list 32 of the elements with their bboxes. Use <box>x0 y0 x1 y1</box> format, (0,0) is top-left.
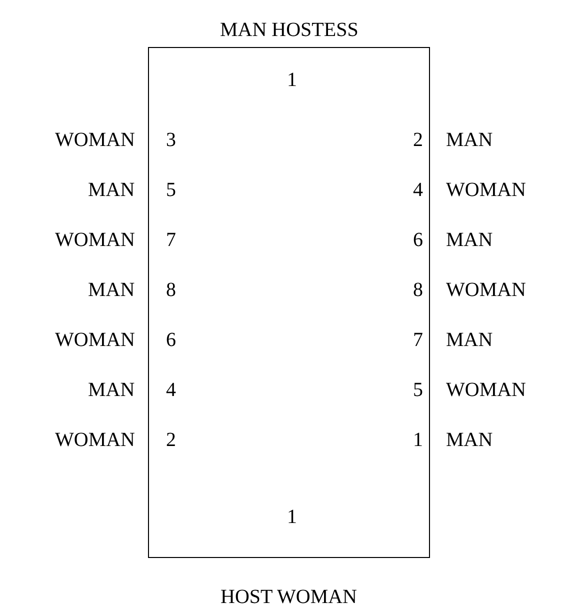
seat-number: 5 <box>166 178 176 202</box>
guest-label: MAN <box>88 378 135 402</box>
seat-number: 1 <box>287 505 297 529</box>
guest-label: WOMAN <box>55 228 135 252</box>
seat-number: 7 <box>166 228 176 252</box>
guest-label: WOMAN <box>55 428 135 452</box>
guest-label: MAN <box>88 178 135 202</box>
guest-label: WOMAN <box>446 278 526 302</box>
guest-label: MAN <box>88 278 135 302</box>
seat-number: 8 <box>166 278 176 302</box>
seat-number: 7 <box>413 328 423 352</box>
seat-number: 6 <box>413 228 423 252</box>
seat-number: 3 <box>166 128 176 152</box>
guest-label: WOMAN <box>446 178 526 202</box>
end-label: HOST WOMAN <box>220 585 357 609</box>
seat-number: 1 <box>287 68 297 92</box>
guest-label: WOMAN <box>55 328 135 352</box>
guest-label: MAN <box>446 428 493 452</box>
seat-number: 6 <box>166 328 176 352</box>
seat-number: 4 <box>166 378 176 402</box>
seat-number: 2 <box>166 428 176 452</box>
guest-label: MAN <box>446 128 493 152</box>
seat-number: 8 <box>413 278 423 302</box>
end-label: MAN HOSTESS <box>220 18 358 42</box>
seat-number: 1 <box>413 428 423 452</box>
seat-number: 4 <box>413 178 423 202</box>
seat-number: 2 <box>413 128 423 152</box>
guest-label: MAN <box>446 228 493 252</box>
seat-number: 5 <box>413 378 423 402</box>
guest-label: WOMAN <box>55 128 135 152</box>
guest-label: MAN <box>446 328 493 352</box>
guest-label: WOMAN <box>446 378 526 402</box>
